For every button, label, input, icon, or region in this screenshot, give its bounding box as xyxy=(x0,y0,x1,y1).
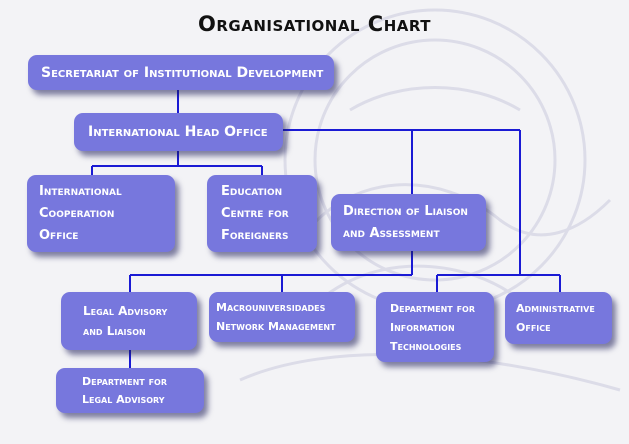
node-macrouniversidades: Macrouniversidades Network Management xyxy=(209,292,355,342)
node-macrouniversidades-label: Macrouniversidades Network Management xyxy=(216,301,336,333)
node-administrative-office-label: Administrative Office xyxy=(516,302,595,334)
node-international-head-office: International Head Office xyxy=(74,113,283,151)
node-secretariat-label: Secretariat of Institutional Development xyxy=(41,64,324,81)
node-international-cooperation: International Cooperation Office xyxy=(27,175,175,252)
node-dept-legal-advisory: Department for Legal Advisory xyxy=(56,368,204,413)
node-administrative-office: Administrative Office xyxy=(505,292,612,344)
node-direction-liaison: Direction of Liaison and Assessment xyxy=(331,194,486,251)
page-title: Organisational Chart xyxy=(198,12,431,36)
node-direction-liaison-label: Direction of Liaison and Assessment xyxy=(343,203,468,241)
node-legal-advisory-liaison-label: Legal Advisory and Liaison xyxy=(83,304,168,338)
node-secretariat: Secretariat of Institutional Development xyxy=(28,55,334,90)
node-dept-info-tech: Department for Information Technologies xyxy=(376,292,494,362)
node-legal-advisory-liaison: Legal Advisory and Liaison xyxy=(61,292,197,350)
node-international-head-office-label: International Head Office xyxy=(88,124,268,140)
node-international-cooperation-label: International Cooperation Office xyxy=(39,183,122,243)
node-education-centre-label: Education Centre for Foreigners xyxy=(221,183,289,243)
node-education-centre: Education Centre for Foreigners xyxy=(207,175,317,252)
node-dept-info-tech-label: Department for Information Technologies xyxy=(390,301,476,353)
node-dept-legal-advisory-label: Department for Legal Advisory xyxy=(82,374,168,406)
